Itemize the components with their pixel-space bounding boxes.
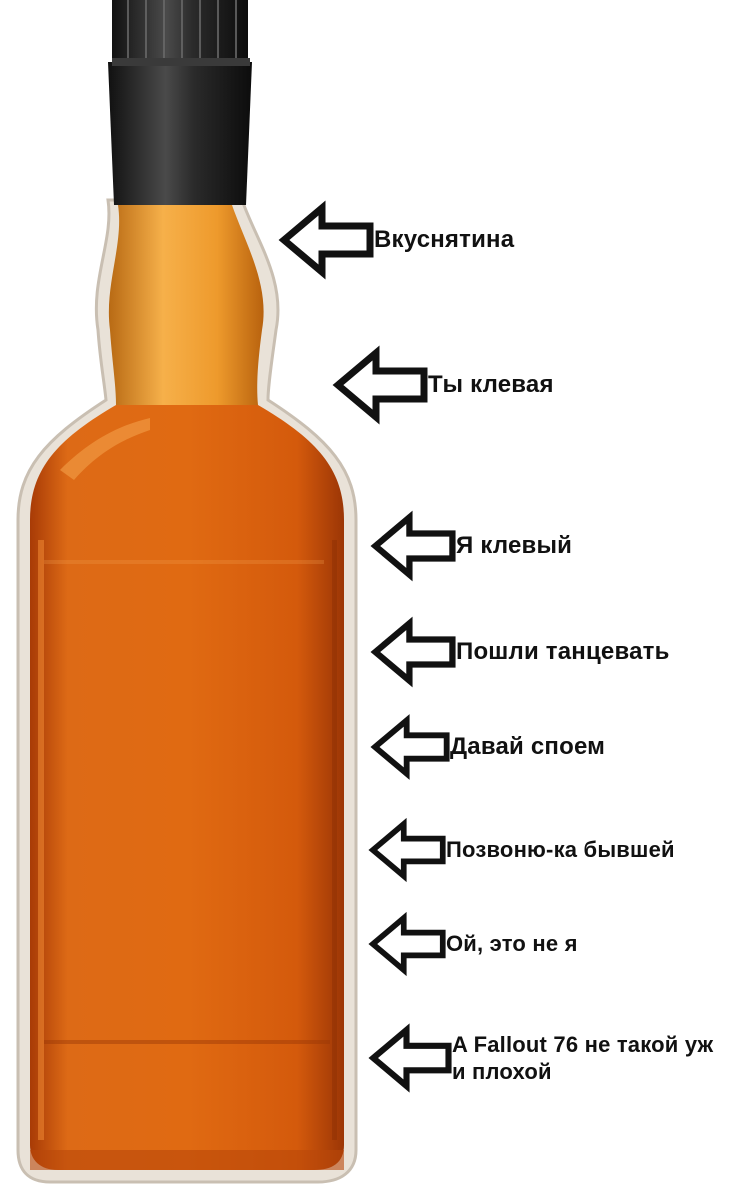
left-arrow-icon: [370, 616, 456, 688]
level-text: Пошли танцевать: [456, 638, 670, 665]
level-text: Я клевый: [456, 532, 573, 559]
left-arrow-icon: [370, 510, 456, 582]
level-label: Я клевый: [370, 510, 572, 582]
left-arrow-icon: [370, 714, 450, 780]
left-arrow-icon: [368, 1023, 452, 1093]
level-text: Ты клевая: [428, 371, 554, 398]
level-text: Ой, это не я: [446, 931, 578, 957]
level-label: Ой, это не я: [368, 910, 578, 978]
level-label: A Fallout 76 не такой уж и плохой: [368, 1022, 722, 1094]
left-arrow-icon: [368, 817, 446, 883]
left-arrow-icon: [278, 200, 374, 280]
level-text: Позвоню-ка бывшей: [446, 837, 675, 863]
level-label: Ты клевая: [332, 345, 554, 425]
level-text: A Fallout 76 не такой уж и плохой: [452, 1031, 714, 1085]
left-arrow-icon: [368, 911, 446, 977]
level-text: Вкуснятина: [374, 226, 515, 253]
level-label: Вкуснятина: [278, 200, 514, 280]
level-label: Пошли танцевать: [370, 616, 670, 688]
left-arrow-icon: [332, 345, 428, 425]
level-text: Давай споем: [450, 733, 606, 760]
level-label: Давай споем: [370, 712, 605, 782]
level-label: Позвоню-ка бывшей: [368, 816, 675, 884]
